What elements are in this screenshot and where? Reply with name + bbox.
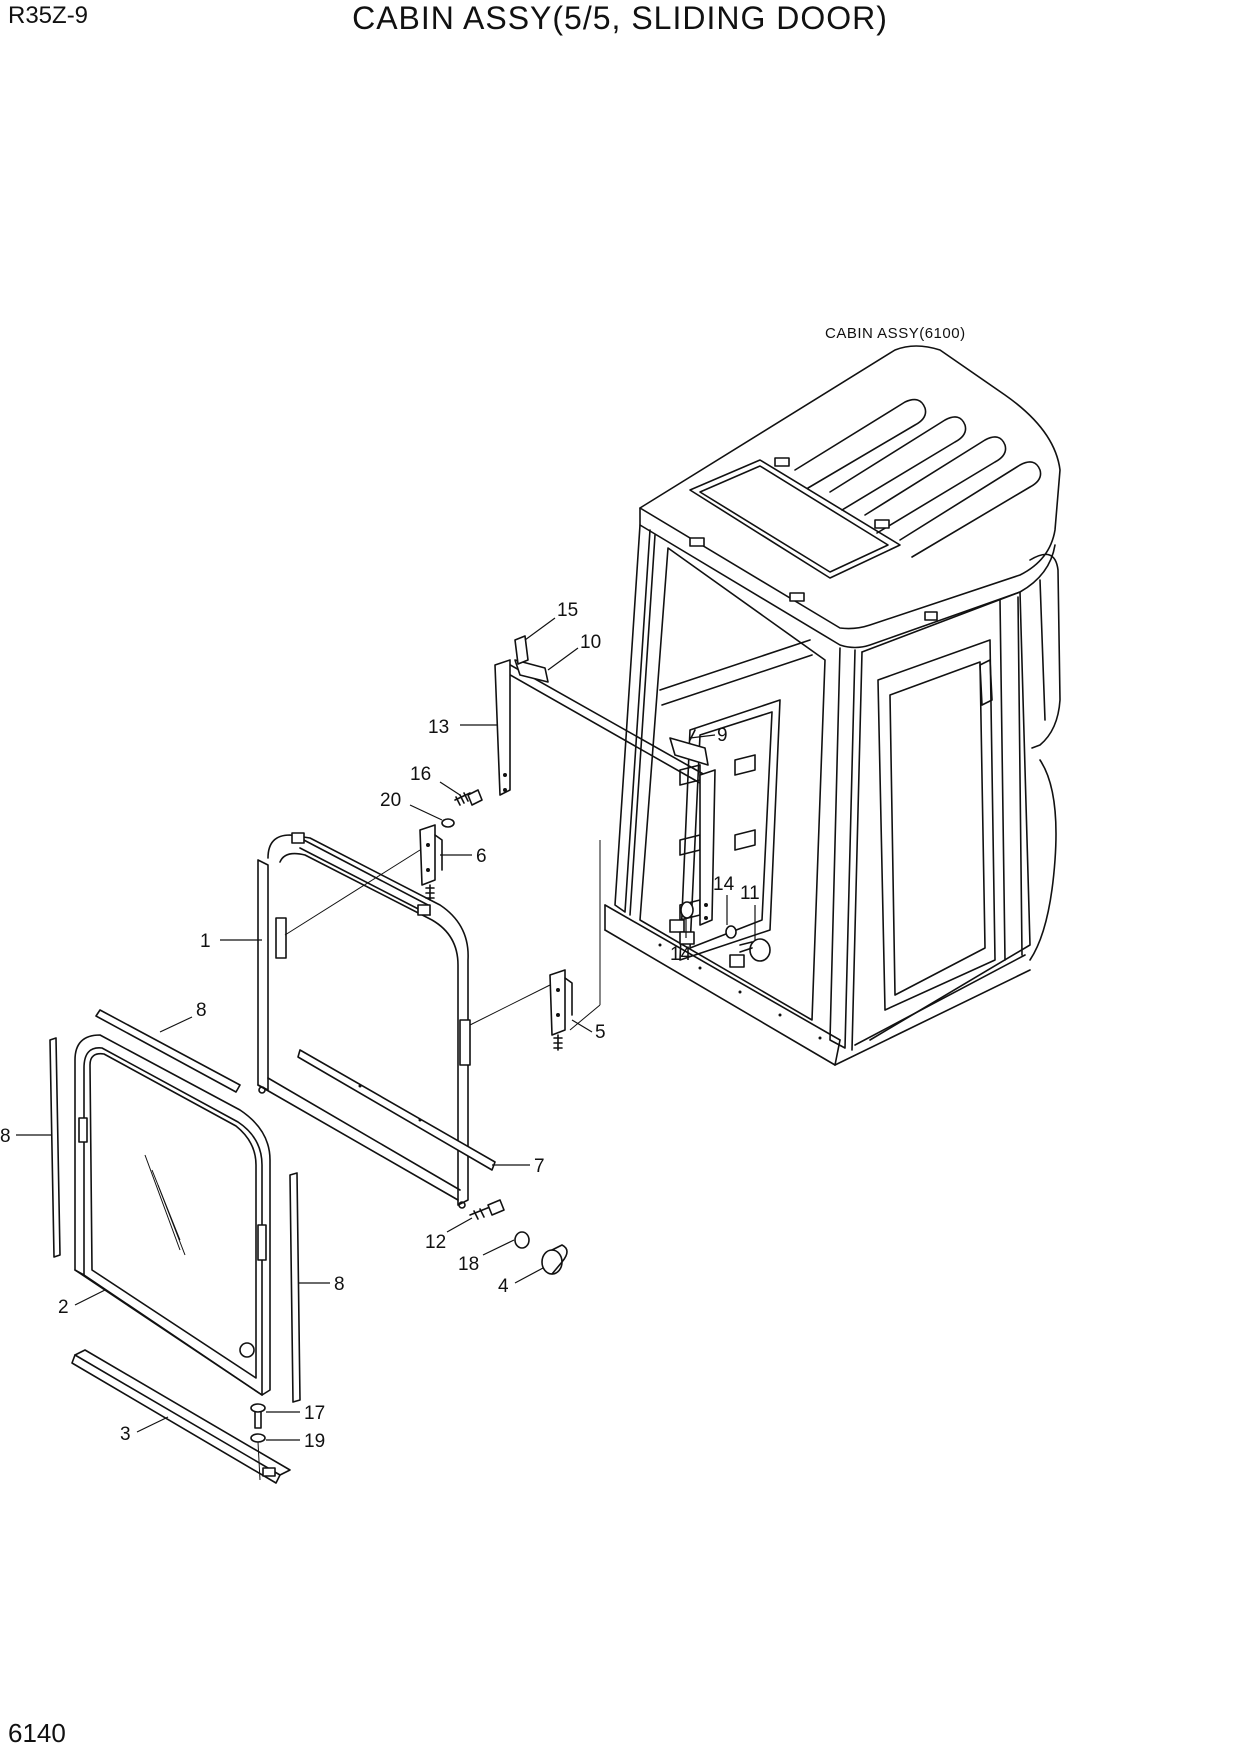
svg-text:14: 14 [670,944,692,965]
page-title: CABIN ASSY(5/5, SLIDING DOOR) [352,0,888,36]
upper-rail-assembly [494,635,716,926]
callout-c11: 11 [740,883,760,940]
callout-c9: 9 [689,725,728,746]
cabin-body [599,345,1061,1066]
callout-c18: 18 [458,1239,515,1275]
washer-19 [250,1433,266,1443]
svg-text:13: 13 [428,717,449,738]
svg-text:9: 9 [717,725,728,746]
cabin-assy-reference-label: CABIN ASSY(6100) [825,325,966,342]
bottom-guide-rail-3 [71,1349,291,1484]
callout-c8c: 8 [298,1274,345,1295]
svg-text:4: 4 [498,1276,509,1297]
block-14 [679,931,695,945]
callout-c12: 12 [425,1217,473,1253]
callout-c17: 17 [266,1403,325,1424]
bolt-16 [454,789,483,806]
callout-c13: 13 [428,717,497,738]
svg-text:11: 11 [740,883,760,904]
screw-17 [250,1403,266,1429]
bottom-guide-bar [297,1049,496,1171]
washer-20 [441,818,455,828]
callout-c5: 5 [571,1019,606,1043]
svg-text:19: 19 [304,1431,325,1452]
nut-18 [514,1231,530,1249]
svg-text:14: 14 [713,874,735,895]
callout-c19: 19 [266,1431,325,1452]
hinge-bracket-5 [549,969,573,1051]
callout-c10: 10 [547,632,601,671]
weatherstrip-left [49,1037,61,1258]
page-number: 6140 [8,1718,66,1748]
svg-text:12: 12 [425,1232,446,1253]
callout-c8a: 8 [159,1000,207,1033]
svg-text:18: 18 [458,1254,479,1275]
svg-text:8: 8 [0,1126,11,1147]
svg-text:10: 10 [580,632,601,653]
svg-text:16: 16 [410,764,431,785]
model-code: R35Z-9 [8,2,89,29]
svg-text:20: 20 [380,790,401,811]
callout-c4: 4 [498,1267,544,1297]
weatherstrip-right [289,1172,301,1403]
callout-c16: 16 [410,764,461,796]
callout-c8b: 8 [0,1126,52,1147]
svg-text:8: 8 [196,1000,207,1021]
callout-c14b: 14 [670,918,692,965]
callout-c7: 7 [492,1156,545,1177]
svg-text:2: 2 [58,1297,69,1318]
callout-c15: 15 [524,600,578,641]
svg-text:3: 3 [120,1424,131,1445]
weatherstrip-top [95,1009,241,1093]
washer-14-upper [725,925,737,939]
svg-text:15: 15 [557,600,578,621]
callout-c14a: 14 [713,874,735,925]
svg-text:5: 5 [595,1022,606,1043]
cap-4 [541,1244,568,1275]
callout-c2: 2 [58,1289,106,1318]
svg-text:7: 7 [534,1156,545,1177]
callout-c3: 3 [120,1416,169,1445]
svg-text:8: 8 [334,1274,345,1295]
roller-bolt-12 [469,1199,505,1220]
callout-c6: 6 [440,846,487,867]
door-glass-panel [74,1034,271,1396]
hinge-bracket-6 [419,824,443,901]
svg-text:6: 6 [476,846,487,867]
svg-text:17: 17 [304,1403,325,1424]
svg-text:1: 1 [200,931,211,952]
callout-c1: 1 [200,931,262,952]
washer-14-lower [680,901,694,919]
callout-c20: 20 [380,790,443,821]
door-frame [257,832,471,1209]
knob-11 [739,938,771,962]
